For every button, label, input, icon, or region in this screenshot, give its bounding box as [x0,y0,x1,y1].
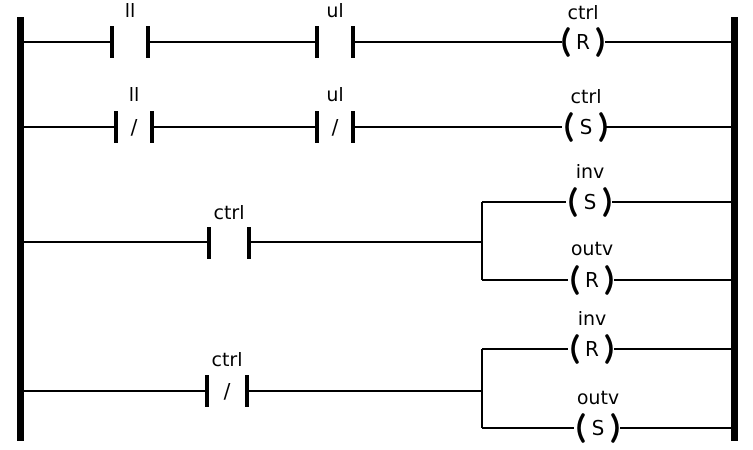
coil-label: outv [571,238,613,260]
rung-3: ctrl inv S outv R [24,161,731,295]
coil-label: ctrl [571,86,602,108]
coil: inv S [569,161,611,217]
contact-symbol: / [224,379,231,403]
contact-symbol: / [131,115,138,139]
left-power-rail [17,17,24,441]
contact-no: ll [110,0,150,58]
rung-4: ctrl / inv R outv S [24,308,731,443]
contact-label: ll [129,84,140,106]
contact-symbol: / [332,115,339,139]
coil-symbol: R [576,30,590,54]
coil-label: ctrl [568,2,599,24]
coil-symbol: R [585,268,599,292]
coil-symbol: S [592,416,605,440]
coil: ctrl R [562,2,604,57]
contact-label: ll [125,0,136,22]
contact-nc: ctrl / [205,349,249,407]
coil: outv S [577,387,619,443]
contact-label: ctrl [214,202,245,224]
contact-no: ul [315,0,355,58]
contact-no: ctrl [207,202,251,259]
coil-label: inv [578,308,607,330]
contact-label: ctrl [212,349,243,371]
coil: outv R [571,238,613,295]
coil: ctrl S [565,86,607,142]
coil-label: outv [577,387,619,409]
coil-symbol: S [584,190,597,214]
coil-label: inv [576,161,605,183]
contact-label: ul [326,84,343,106]
contact-label: ul [326,0,343,22]
coil-symbol: S [580,115,593,139]
rung-1: ll ul ctrl R [24,0,731,58]
coil-symbol: R [585,337,599,361]
rung-2: ll / ul / ctrl S [24,84,731,143]
right-power-rail [731,17,738,441]
coil: inv R [571,308,613,364]
contact-nc: ul / [315,84,355,143]
contact-nc: ll / [114,84,154,143]
